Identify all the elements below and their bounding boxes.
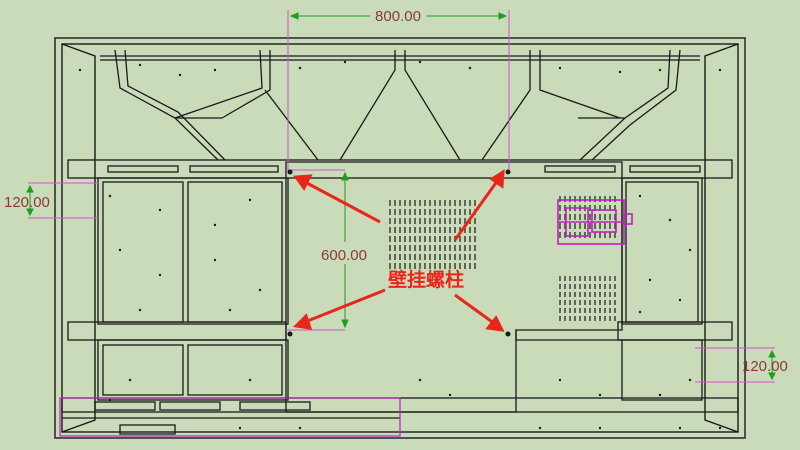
dimension-right-offset: 120.00 bbox=[742, 358, 788, 375]
screw-hole bbox=[178, 73, 182, 77]
screw-hole bbox=[238, 426, 242, 430]
left-panels bbox=[97, 177, 289, 401]
screw-hole bbox=[598, 426, 602, 430]
screw-hole bbox=[718, 68, 722, 72]
stud-top-right bbox=[505, 169, 511, 175]
dimension-top-width: 800.00 bbox=[375, 8, 421, 25]
screw-hole bbox=[213, 68, 217, 72]
screw-hole bbox=[298, 66, 302, 70]
screw-hole bbox=[138, 63, 142, 67]
screw-hole bbox=[688, 378, 692, 382]
screw-hole bbox=[418, 60, 422, 64]
screw-hole bbox=[598, 393, 602, 397]
stud-bottom-left bbox=[287, 331, 293, 337]
screw-hole bbox=[108, 194, 112, 198]
screw-hole bbox=[618, 70, 622, 74]
vent-grid-center bbox=[389, 200, 476, 269]
vent-grid-right-bottom bbox=[559, 276, 616, 321]
screw-hole bbox=[468, 66, 472, 70]
screw-hole bbox=[638, 194, 642, 198]
screw-hole bbox=[558, 66, 562, 70]
dimension-labels: 800.00 600.00 120.00 120.00 bbox=[4, 5, 788, 375]
screw-hole bbox=[418, 378, 422, 382]
top-truss bbox=[100, 49, 700, 161]
connector-module bbox=[557, 199, 633, 245]
screw-hole bbox=[668, 218, 672, 222]
screw-hole bbox=[678, 298, 682, 302]
screw-hole bbox=[678, 426, 682, 430]
screw-hole bbox=[718, 426, 722, 430]
screw-hole bbox=[138, 308, 142, 312]
screw-hole bbox=[558, 378, 562, 382]
screw-hole bbox=[118, 248, 122, 252]
dimension-lines bbox=[28, 10, 775, 383]
wall-mount-stud-callout: 壁挂螺柱 bbox=[388, 268, 464, 291]
screw-hole bbox=[648, 278, 652, 282]
screw-hole bbox=[258, 288, 262, 292]
screw-hole bbox=[658, 68, 662, 72]
dimension-left-offset: 120.00 bbox=[4, 194, 50, 211]
screw-hole bbox=[248, 198, 252, 202]
screw-hole bbox=[658, 393, 662, 397]
screw-hole bbox=[158, 208, 162, 212]
screw-hole bbox=[128, 378, 132, 382]
screw-hole bbox=[213, 258, 217, 262]
screw-hole bbox=[213, 223, 217, 227]
screw-hole bbox=[248, 378, 252, 382]
screw-hole bbox=[688, 248, 692, 252]
screw-hole bbox=[228, 308, 232, 312]
right-panels bbox=[621, 177, 703, 401]
stud-bottom-right bbox=[505, 331, 511, 337]
vent-grid-right-top bbox=[559, 196, 616, 238]
screw-hole bbox=[448, 393, 452, 397]
screw-hole bbox=[158, 273, 162, 277]
callout-arrows bbox=[292, 169, 505, 332]
screw-hole bbox=[108, 398, 112, 402]
screw-hole bbox=[298, 426, 302, 430]
dimension-vertical-height: 600.00 bbox=[321, 247, 367, 264]
bottom-highlight bbox=[59, 397, 401, 437]
screw-hole bbox=[538, 426, 542, 430]
screw-hole bbox=[343, 60, 347, 64]
screw-hole bbox=[78, 68, 82, 72]
stud-top-left bbox=[287, 169, 293, 175]
mounting-holes bbox=[78, 60, 722, 430]
screw-hole bbox=[638, 310, 642, 314]
wall-mount-studs bbox=[287, 169, 511, 337]
